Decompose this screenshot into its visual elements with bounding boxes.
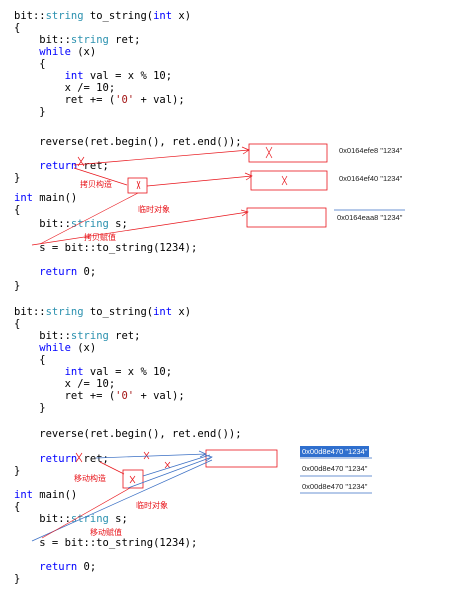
code-text: }	[14, 573, 21, 585]
code-line: x /= 10;	[14, 82, 116, 94]
code-text: }	[14, 280, 21, 292]
code-line: x /= 10;	[14, 378, 116, 390]
annotation-move-construct: 移动构造	[74, 474, 106, 483]
code-line: while (x)	[14, 46, 96, 58]
code-text: return 0;	[39, 266, 97, 278]
code-text: bit::string to_string(int x)	[14, 306, 192, 318]
code-text: {	[14, 58, 46, 70]
code-line: int main()	[14, 192, 77, 204]
code-line: int val = x % 10;	[14, 70, 172, 82]
annotation-temp-object: 临时对象	[136, 501, 168, 510]
code-line: bit::string ret;	[14, 330, 140, 342]
code-text: int val = x % 10;	[64, 70, 173, 82]
address-label: 0x0164ef40 "1234"	[339, 174, 403, 183]
temp-object-box	[122, 469, 144, 489]
code-text: ret += ('0' + val);	[14, 390, 185, 402]
code-line: return ret;	[14, 453, 109, 465]
memory-box	[250, 170, 328, 191]
code-line: return ret;	[14, 160, 109, 172]
memory-box	[248, 143, 328, 163]
annotation-move-assign: 移动赋值	[90, 528, 122, 537]
memory-box	[246, 207, 327, 228]
code-text: x /= 10;	[14, 378, 116, 390]
code-line: bit::string to_string(int x)	[14, 306, 191, 318]
code-text: ret += ('0' + val);	[14, 94, 185, 106]
code-line: ret += ('0' + val);	[14, 390, 185, 402]
code-line: }	[14, 402, 46, 414]
code-text: int val = x % 10;	[64, 366, 173, 378]
code-line: }	[14, 172, 20, 184]
code-text: bit::string to_string(int x)	[14, 10, 192, 22]
code-text: while (x)	[39, 342, 97, 354]
code-text: }	[14, 402, 46, 414]
code-line: }	[14, 573, 20, 585]
code-line: {	[14, 318, 20, 330]
address-label: 0x00d8e470 "1234"	[302, 482, 368, 491]
code-text: s = bit::to_string(1234);	[14, 242, 198, 254]
temp-object-box	[127, 177, 148, 194]
code-text: }	[14, 106, 46, 118]
code-text: int main()	[14, 192, 78, 204]
code-text: int main()	[14, 489, 78, 501]
address-label: 0x0164eaa8 "1234"	[337, 213, 403, 222]
code-text: x /= 10;	[14, 82, 116, 94]
code-line: }	[14, 106, 46, 118]
code-line: bit::string ret;	[14, 34, 140, 46]
code-text: {	[14, 501, 21, 513]
code-text: while (x)	[39, 46, 97, 58]
code-line: {	[14, 204, 20, 216]
code-line: s = bit::to_string(1234);	[14, 537, 197, 549]
code-line: {	[14, 501, 20, 513]
code-line: return 0;	[14, 561, 96, 573]
memory-box	[205, 449, 278, 468]
code-text: reverse(ret.begin(), ret.end());	[14, 136, 242, 148]
code-text: return ret;	[39, 453, 109, 465]
code-text: }	[14, 172, 21, 184]
code-text: s = bit::to_string(1234);	[14, 537, 198, 549]
code-text: {	[14, 318, 21, 330]
code-line: s = bit::to_string(1234);	[14, 242, 197, 254]
code-line: {	[14, 22, 20, 34]
code-text: bit::string ret;	[14, 34, 141, 46]
address-label: 0x00d8e470 "1234"	[302, 464, 368, 473]
code-line: bit::string s;	[14, 218, 128, 230]
code-line: while (x)	[14, 342, 96, 354]
code-line: int main()	[14, 489, 77, 501]
address-label: 0x0164efe8 "1234"	[339, 146, 403, 155]
code-line: }	[14, 280, 20, 292]
annotation-temp-object: 临时对象	[138, 205, 170, 214]
code-text: }	[14, 465, 21, 477]
code-line: bit::string to_string(int x)	[14, 10, 191, 22]
annotation-copy-construct: 拷贝构造	[80, 180, 112, 189]
address-label-highlighted: 0x00d8e470 "1234"	[300, 446, 370, 457]
code-line: ret += ('0' + val);	[14, 94, 185, 106]
code-text: {	[14, 354, 46, 366]
annotation-copy-assign: 拷贝赋值	[84, 233, 116, 242]
code-text: bit::string s;	[14, 218, 128, 230]
code-line: {	[14, 354, 46, 366]
code-line: {	[14, 58, 46, 70]
code-text: return 0;	[39, 561, 97, 573]
code-text: return ret;	[39, 160, 109, 172]
code-line: reverse(ret.begin(), ret.end());	[14, 428, 242, 440]
code-text: bit::string ret;	[14, 330, 141, 342]
code-text: {	[14, 22, 21, 34]
code-line: }	[14, 465, 20, 477]
code-text: {	[14, 204, 21, 216]
code-line: reverse(ret.begin(), ret.end());	[14, 136, 242, 148]
code-text: reverse(ret.begin(), ret.end());	[14, 428, 242, 440]
code-line: int val = x % 10;	[14, 366, 172, 378]
code-line: return 0;	[14, 266, 96, 278]
